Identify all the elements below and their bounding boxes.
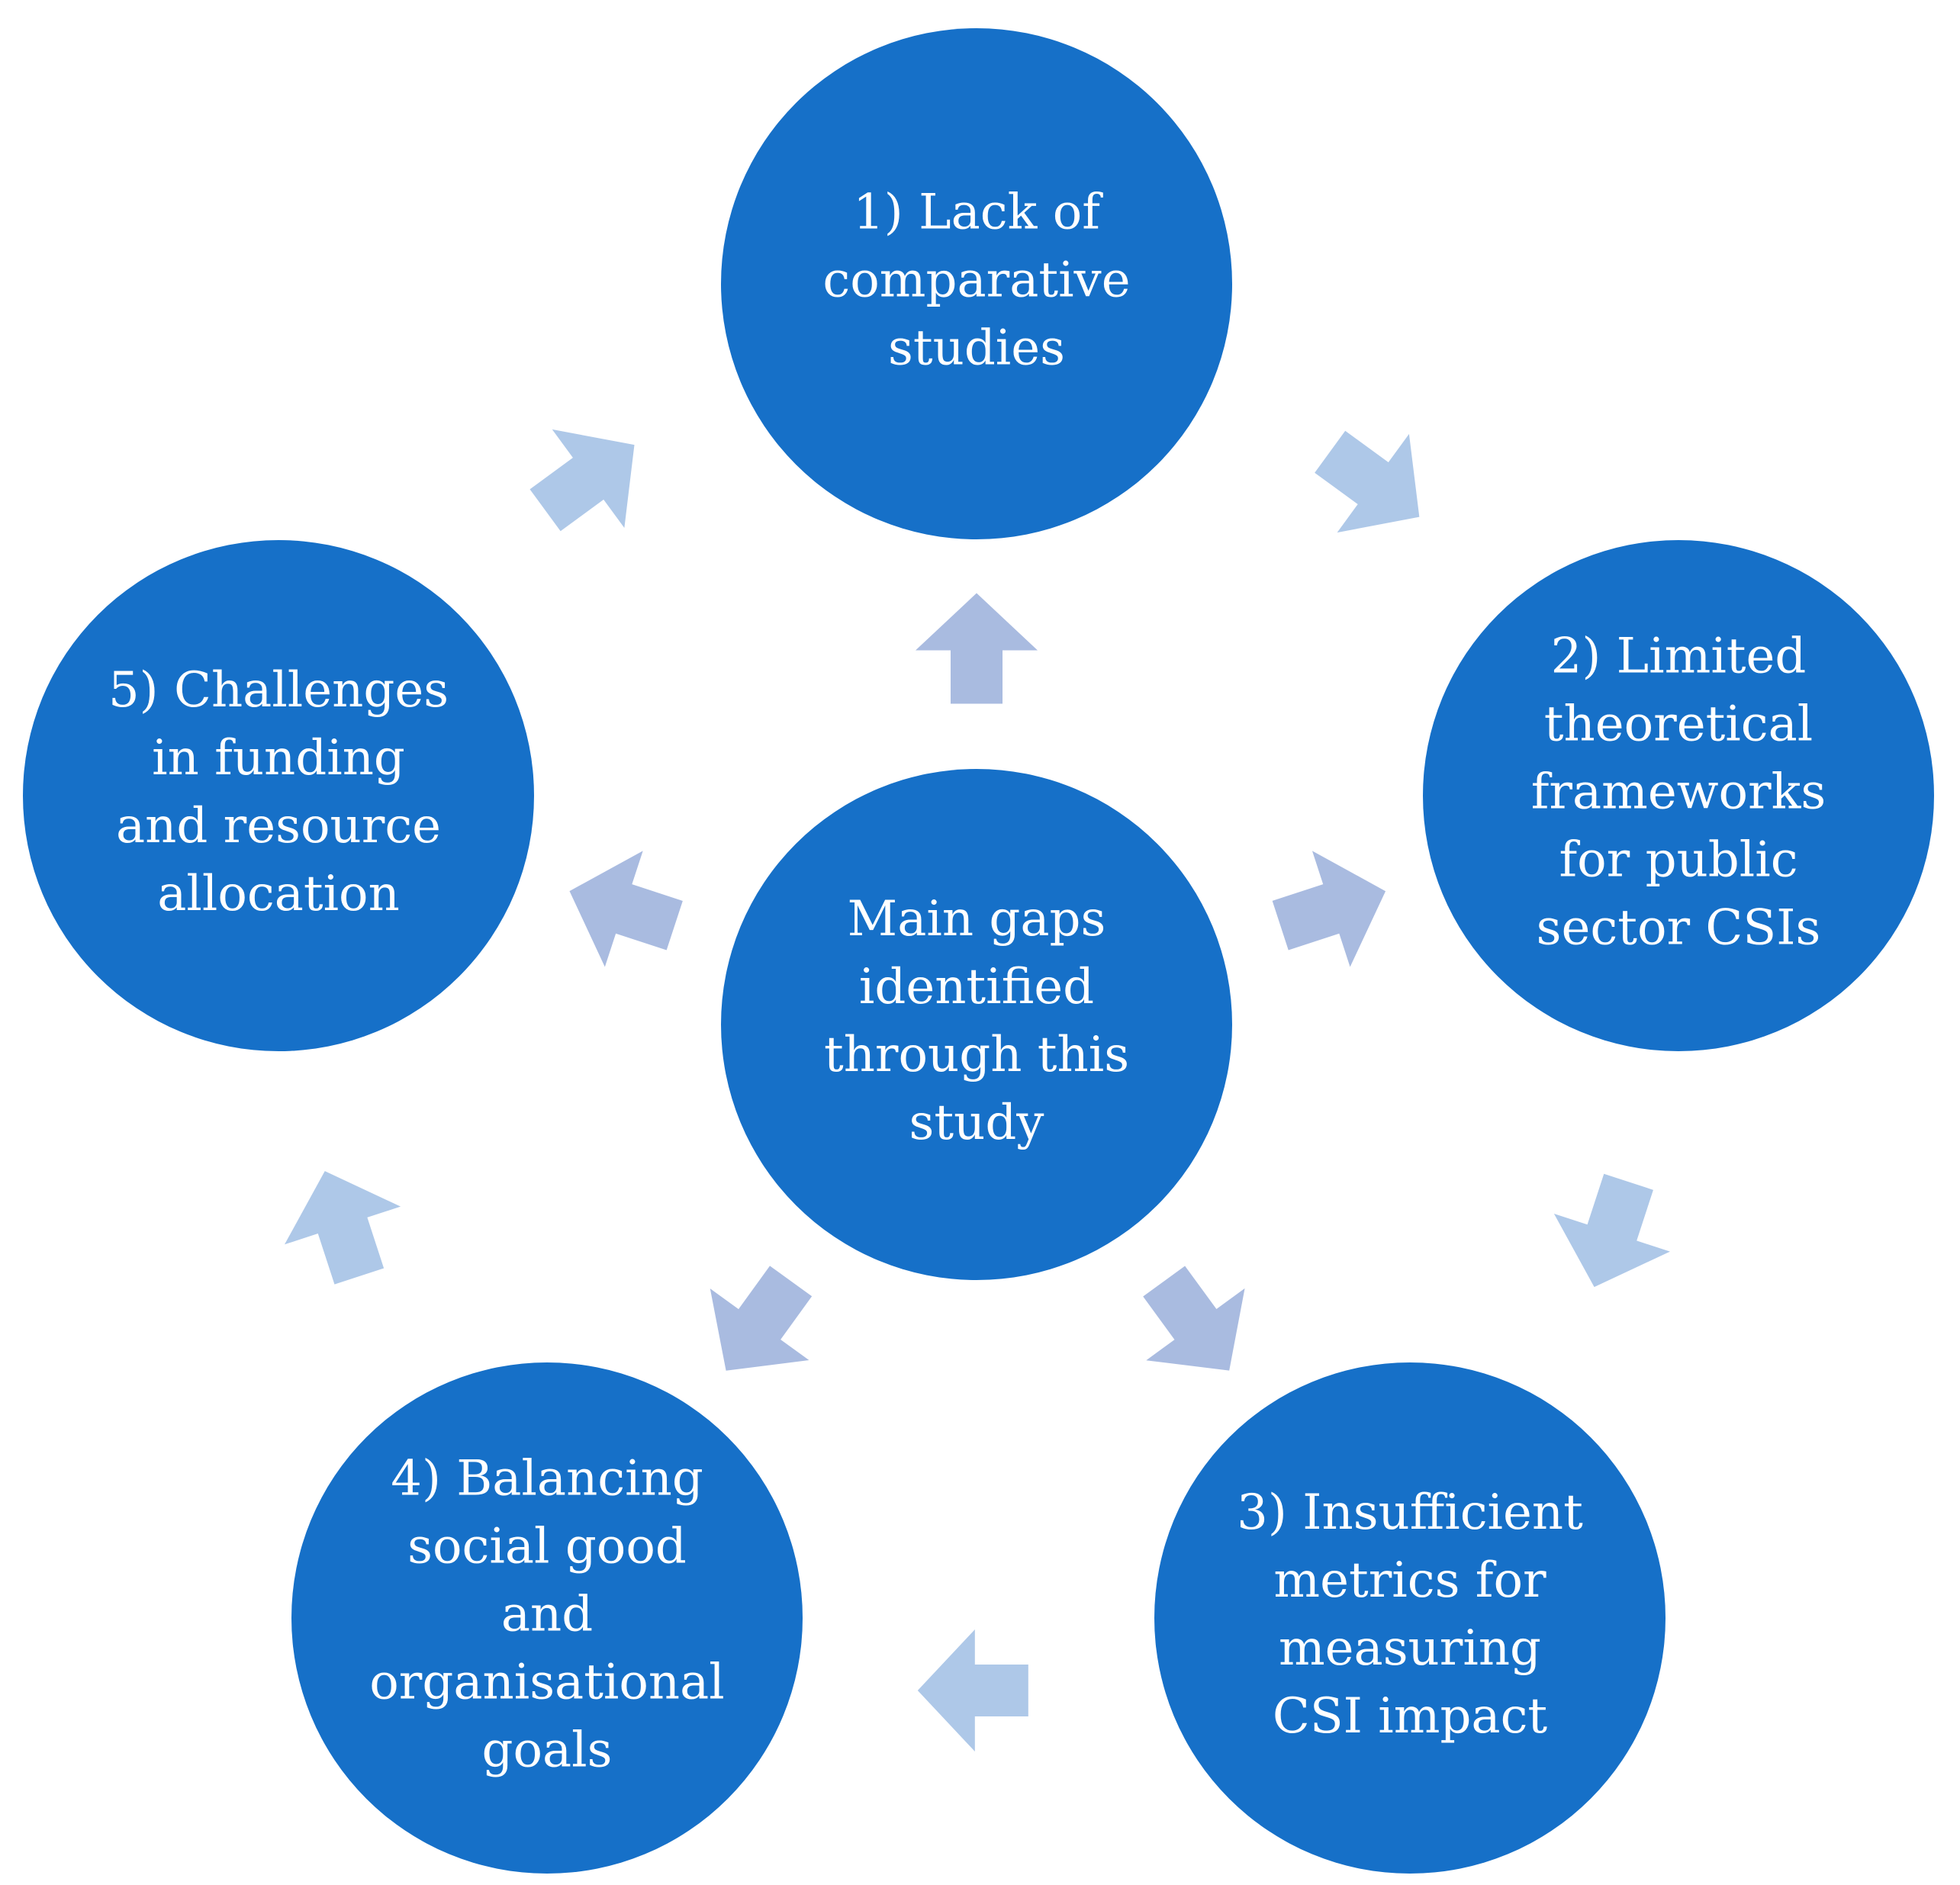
node-1-label-line: studies: [888, 320, 1065, 377]
arrow-down-right-icon: [1315, 430, 1420, 533]
node-2-label-line: 2) Limited: [1551, 629, 1807, 685]
node-4-circle: [291, 1362, 803, 1874]
node-5-label-line: and resource: [116, 798, 441, 854]
node-4: 4) Balancing social good and organisational…: [291, 1362, 803, 1874]
nodes-layer: Main gaps identified through this study 1) L…: [23, 28, 1934, 1874]
center-node-label-line: identified: [859, 959, 1094, 1015]
arrow-left-icon: [917, 1629, 1028, 1752]
node-3-label-line: CSI impact: [1273, 1688, 1548, 1745]
node-2-label-line: sector CSIs: [1537, 900, 1821, 957]
center-node: Main gaps identified through this study: [721, 769, 1232, 1280]
node-5: 5) Challenges in funding and resource alloc…: [23, 540, 534, 1051]
node-2-circle: [1423, 540, 1934, 1051]
node-5-label-line: allocation: [157, 866, 400, 922]
node-3-circle: [1154, 1362, 1666, 1874]
arrow-up-left-icon: [285, 1171, 401, 1285]
node-4-label-line: organisational: [369, 1655, 725, 1711]
node-1: 1) Lack of comparative studies: [721, 28, 1232, 539]
arrow-down-right-icon: [1143, 1266, 1245, 1371]
center-node-circle: [721, 769, 1232, 1280]
arrow-up-icon: [916, 593, 1038, 704]
node-3-label-line: measuring: [1279, 1620, 1541, 1677]
arrow-up-right-icon: [529, 429, 635, 532]
node-5-label-line: in funding: [152, 730, 405, 786]
arrows-layer: [285, 429, 1670, 1752]
node-1-label-line: 1) Lack of: [853, 185, 1103, 241]
arrow-left-icon: [569, 851, 683, 967]
node-2-label-line: for public: [1559, 832, 1797, 889]
node-1-label-line: comparative: [822, 253, 1130, 309]
node-3-label-line: 3) Insufficient: [1237, 1485, 1583, 1541]
arrow-right-icon: [1272, 851, 1386, 967]
node-4-label-line: and: [501, 1587, 593, 1643]
node-2: 2) Limited theoretical frameworks for publi…: [1423, 540, 1934, 1051]
node-3-label-line: metrics for: [1273, 1552, 1546, 1609]
center-node-label-line: study: [909, 1095, 1044, 1151]
node-5-label-line: 5) Challenges: [108, 662, 449, 719]
node-1-circle: [721, 28, 1232, 539]
center-node-label-line: Main gaps: [848, 891, 1106, 947]
node-2-label-line: frameworks: [1531, 764, 1826, 821]
arrow-down-left-icon: [710, 1266, 813, 1371]
node-4-label-line: goals: [482, 1723, 613, 1779]
node-2-label-line: theoretical: [1544, 696, 1813, 753]
node-4-label-line: 4) Balancing: [391, 1451, 703, 1507]
node-4-label-line: social good: [407, 1519, 687, 1575]
center-node-label-line: through this: [824, 1027, 1129, 1083]
arrow-down-icon: [1553, 1173, 1670, 1288]
node-5-circle: [23, 540, 534, 1051]
